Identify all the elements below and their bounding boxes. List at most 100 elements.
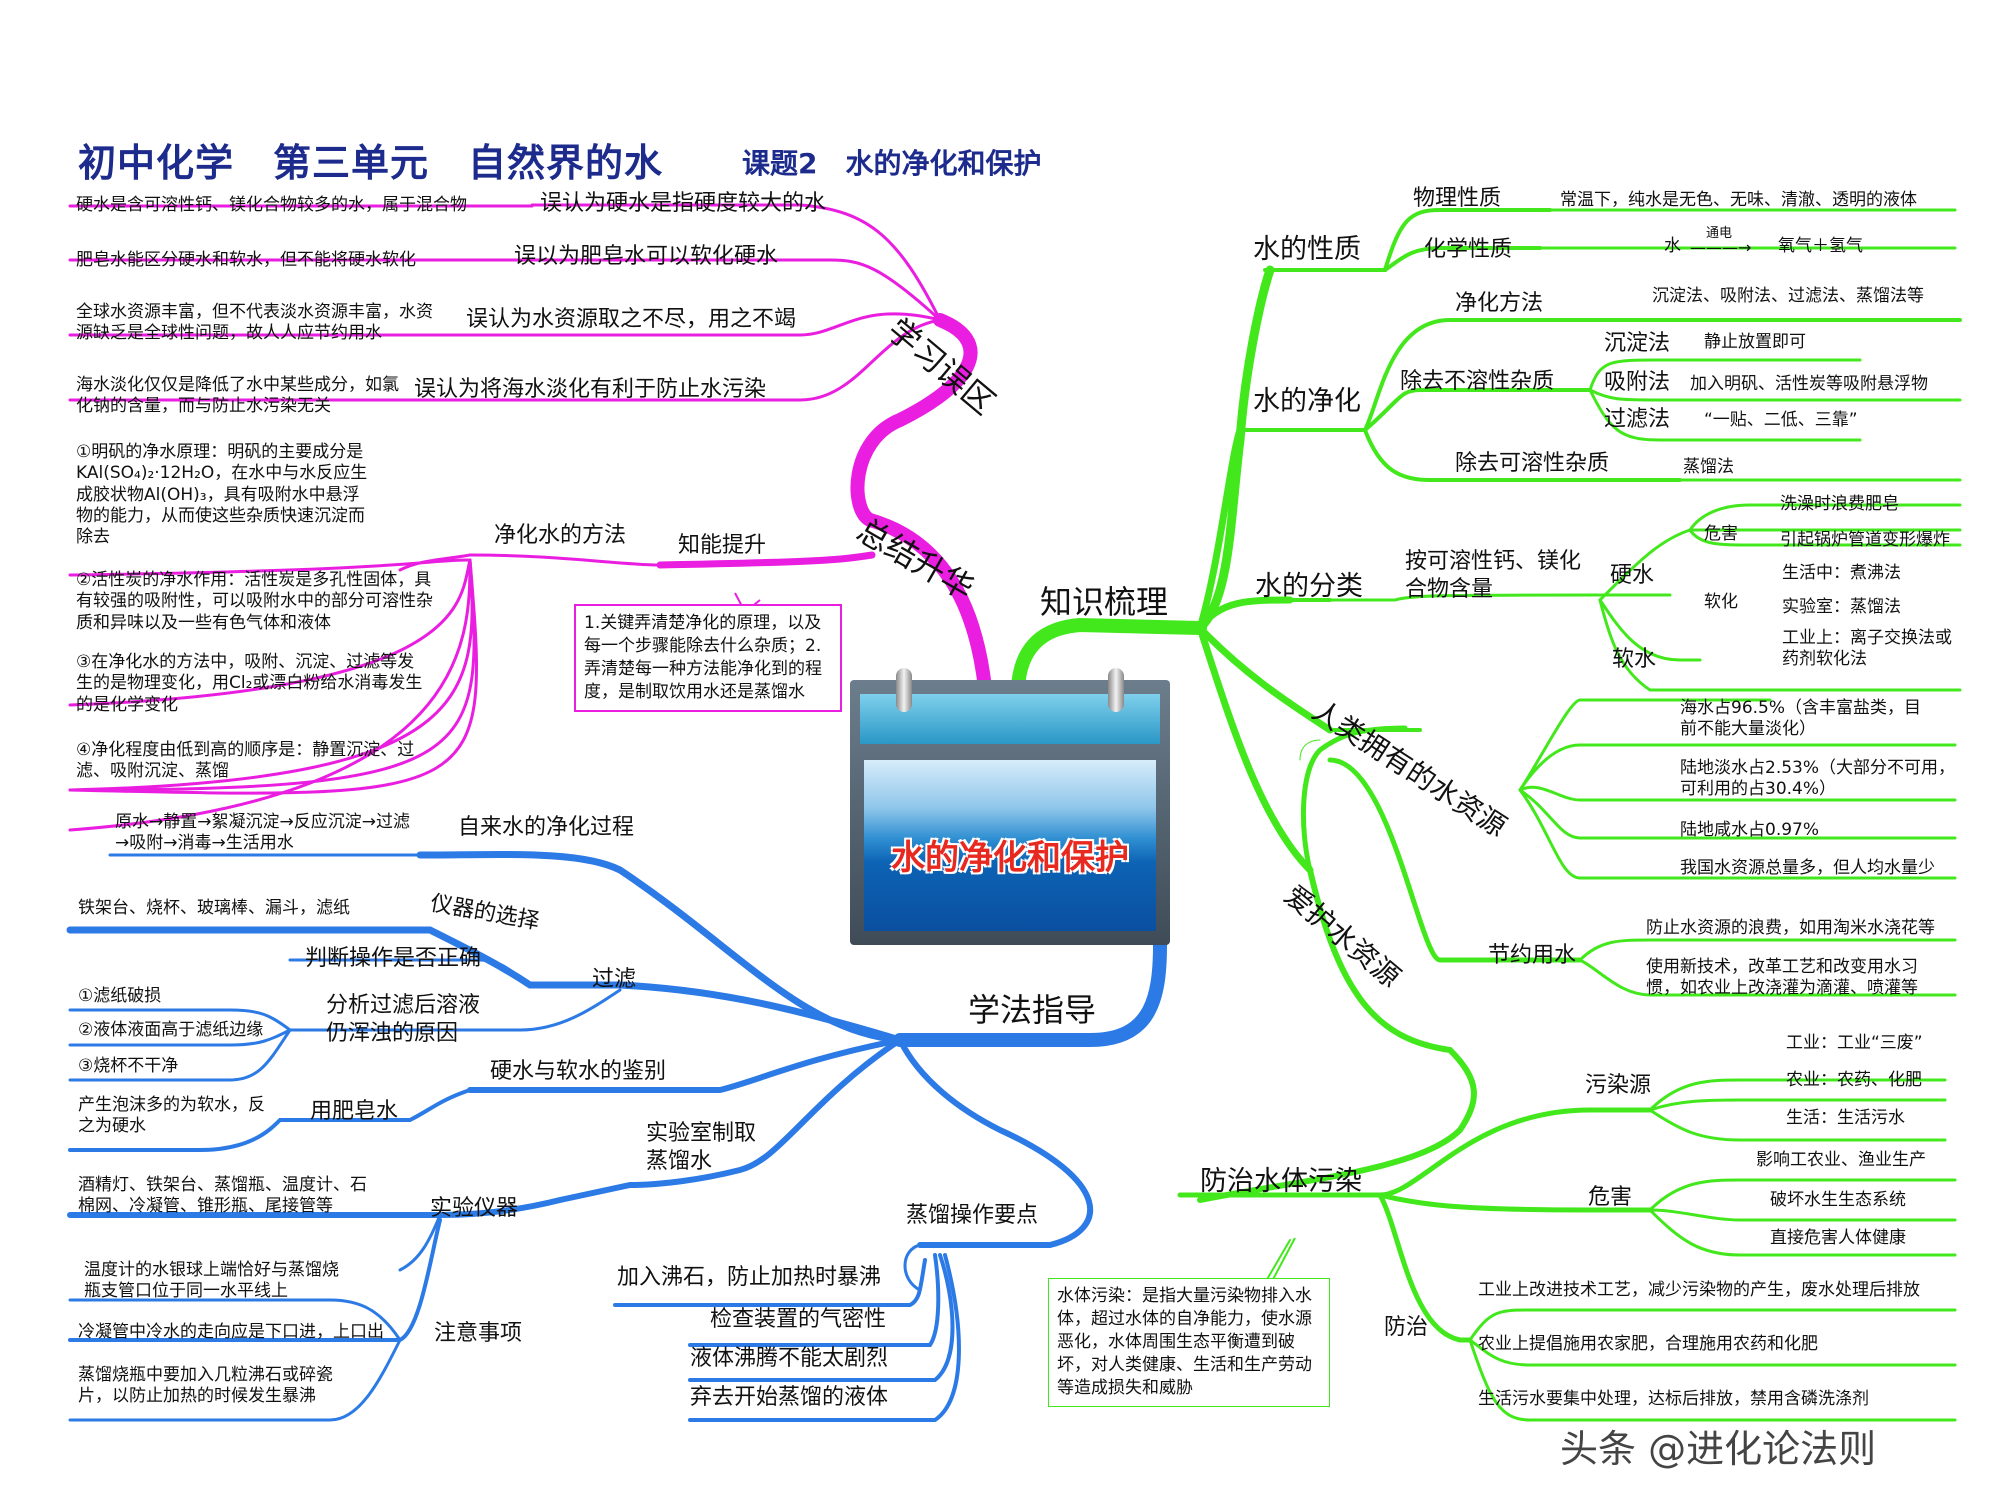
mistake-label-1: 误认为硬水是指硬度较大的水 — [540, 191, 827, 216]
prevent-pollution: 防治水体污染 — [1200, 1166, 1362, 1197]
prevent-agriculture: 农业上提倡施用农家肥，合理施用农药和化肥 — [1478, 1334, 1818, 1354]
hard-soft-identify: 硬水与软水的鉴别 — [490, 1059, 667, 1084]
purify-method: 净化方法 — [1455, 291, 1544, 316]
softening: 软化 — [1704, 592, 1738, 612]
ability-tip-box: 1.关键弄清楚净化的原理，以及每一个步骤能除去什么杂质；2.弄清楚每一种方法能净… — [574, 604, 842, 712]
center-topic-title: 水的净化和保护 — [891, 838, 1129, 878]
cause-3: ③烧杯不干净 — [78, 1056, 179, 1076]
branch-knowledge: 知识梳理 — [1040, 583, 1169, 621]
mistake-label-3: 误认为水资源取之不尽，用之不竭 — [466, 307, 797, 332]
soap-water-test: 用肥皂水 — [310, 1099, 399, 1124]
equation-arrow: ———→ — [1690, 238, 1752, 257]
resource-saltwater: 陆地咸水占0.97% — [1680, 820, 1820, 840]
soften-2: 实验室：蒸馏法 — [1782, 597, 1901, 617]
lab-distilled-water: 实验室制取蒸馏水 — [646, 1121, 757, 1174]
soap-water-note: 产生泡沫多的为软水，反之为硬水 — [78, 1095, 265, 1137]
adsorption-note: 加入明矾、活性炭等吸附悬浮物 — [1690, 374, 1928, 394]
soften-1: 生活中：煮沸法 — [1782, 563, 1901, 583]
sea-image — [864, 760, 1156, 931]
physical-property-note: 常温下，纯水是无色、无味、清澈、透明的液体 — [1560, 190, 1917, 210]
ability-note-1: ①明矾的净水原理：明矾的主要成分是KAl(SO₄)₂·12H₂O，在水中与水反应… — [76, 442, 368, 547]
harm-1: 洗澡时浪费肥皂 — [1780, 494, 1899, 514]
equation-right: 氧气＋氢气 — [1778, 236, 1863, 256]
harm-ecosystem: 破坏水生生态系统 — [1770, 1190, 1906, 1210]
mistake-note-4: 海水淡化仅仅是降低了水中某些成分，如氯化钠的含量，而与防止水污染无关 — [76, 375, 399, 417]
mistake-note-1: 硬水是含可溶性钙、镁化合物较多的水，属于混合物 — [76, 195, 467, 215]
harm-health: 直接危害人体健康 — [1770, 1228, 1906, 1248]
mistake-note-2: 肥皂水能区分硬水和软水，但不能将硬水软化 — [76, 250, 416, 270]
soften-3: 工业上：离子交换法或药剂软化法 — [1782, 628, 1952, 670]
source-agriculture: 农业：农药、化肥 — [1786, 1070, 1922, 1090]
lab-apparatus: 实验仪器 — [430, 1196, 519, 1221]
cause-1: ①滤纸破损 — [78, 986, 162, 1006]
page-subtitle: 课题2 水的净化和保护 — [742, 147, 1042, 180]
resource-china: 我国水资源总量多，但人均水量少 — [1680, 858, 1935, 878]
attention-points: 注意事项 — [434, 1321, 523, 1346]
ability-label: 知能提升 — [678, 533, 767, 558]
sedimentation-note: 静止放置即可 — [1704, 332, 1806, 352]
resource-freshwater: 陆地淡水占2.53%（大部分不可用，可利用的占30.4%） — [1680, 758, 1956, 800]
remove-soluble-note: 蒸馏法 — [1683, 457, 1734, 477]
remove-insoluble: 除去不溶性杂质 — [1400, 369, 1555, 394]
page-title: 初中化学 第三单元 自然界的水 — [78, 141, 664, 185]
attention-2: 冷凝管中冷水的走向应是下口进，上口出 — [78, 1322, 384, 1342]
save-water-1: 防止水资源的浪费，如用淘米水浇花等 — [1646, 918, 1935, 938]
tapwater-process: 自来水的净化过程 — [458, 815, 635, 840]
chemical-property: 化学性质 — [1424, 237, 1513, 262]
hard-water-harm: 危害 — [1704, 524, 1738, 544]
keypoint-1: 加入沸石，防止加热时暴沸 — [617, 1265, 882, 1290]
remove-soluble: 除去可溶性杂质 — [1455, 451, 1610, 476]
pollution-harm: 危害 — [1588, 1185, 1633, 1210]
equation-condition: 通电 — [1706, 226, 1733, 241]
pollution-prevention: 防治 — [1384, 1315, 1429, 1340]
mistake-label-2: 误以为肥皂水可以软化硬水 — [514, 244, 779, 269]
water-purification: 水的净化 — [1253, 386, 1361, 417]
source-industry: 工业：工业“三废” — [1786, 1033, 1923, 1053]
analyze-turbidity: 分析过滤后溶液仍浑浊的原因 — [326, 993, 481, 1046]
prevent-domestic: 生活污水要集中处理，达标后排放，禁用含磷洗涤剂 — [1478, 1389, 1869, 1409]
mistake-label-4: 误认为将海水淡化有利于防止水污染 — [414, 377, 767, 402]
filtration-topic: 过滤 — [592, 967, 637, 992]
ability-note-3: ③在净化水的方法中，吸附、沉淀、过滤等发生的是物理变化，用Cl₂或漂白粉给水消毒… — [76, 652, 423, 715]
pollution-definition-box: 水体污染：是指大量污染物排入水体，超过水体的自净能力，使水源恶化，水体周围生态平… — [1048, 1278, 1330, 1407]
ability-note-4: ④净化程度由低到高的顺序是：静置沉淀、过滤、吸附沉淀、蒸馏 — [76, 740, 415, 782]
distill-key-points: 蒸馏操作要点 — [906, 1203, 1039, 1228]
water-properties: 水的性质 — [1253, 234, 1361, 265]
harm-2: 引起锅炉管道变形爆炸 — [1780, 530, 1950, 550]
keypoint-4: 弃去开始蒸馏的液体 — [690, 1385, 889, 1410]
harm-production: 影响工农业、渔业生产 — [1756, 1150, 1926, 1170]
save-water: 节约用水 — [1488, 943, 1577, 968]
cause-2: ②液体液面高于滤纸边缘 — [78, 1020, 264, 1040]
source-domestic: 生活：生活污水 — [1786, 1108, 1905, 1128]
attention-3: 蒸馏烧瓶中要加入几粒沸石或碎瓷片，以防止加热的时候发生暴沸 — [78, 1365, 333, 1407]
filtration-note: “一贴、二低、三靠” — [1704, 410, 1858, 430]
water-classification: 水的分类 — [1255, 571, 1363, 602]
save-water-2: 使用新技术，改革工艺和改变用水习惯，如农业上改浇灌为滴灌、喷灌等 — [1646, 957, 1918, 999]
classification-basis: 按可溶性钙、镁化合物含量 — [1405, 549, 1582, 602]
purify-method-note: 沉淀法、吸附法、过滤法、蒸馏法等 — [1652, 286, 1924, 306]
pollution-source: 污染源 — [1585, 1073, 1652, 1098]
keypoint-3: 液体沸腾不能太剧烈 — [690, 1346, 889, 1371]
keypoint-2: 检查装置的气密性 — [710, 1307, 887, 1332]
equation-left: 水 — [1664, 236, 1681, 256]
binder-ring — [1108, 668, 1124, 712]
instrument-note: 铁架台、烧杯、玻璃棒、漏斗，滤纸 — [78, 898, 350, 918]
resource-seawater: 海水占96.5%（含丰富盐类，目前不能大量淡化） — [1680, 698, 1922, 740]
binder-ring — [896, 668, 912, 712]
center-topic-card: 水的净化和保护 — [850, 668, 1170, 945]
physical-property: 物理性质 — [1413, 186, 1502, 211]
hard-water: 硬水 — [1610, 563, 1655, 588]
attention-1: 温度计的水银球上端恰好与蒸馏烧瓶支管口位于同一水平线上 — [84, 1260, 339, 1302]
tapwater-process-note: 原水→静置→絮凝沉淀→反应沉淀→过滤→吸附→消毒→生活用水 — [115, 812, 410, 854]
filtration: 过滤法 — [1604, 407, 1671, 432]
lab-apparatus-note: 酒精灯、铁架台、蒸馏瓶、温度计、石棉网、冷凝管、锥形瓶、尾接管等 — [78, 1175, 367, 1217]
soft-water: 软水 — [1612, 647, 1657, 672]
watermark: 头条 @进化论法则 — [1560, 1427, 1877, 1471]
sedimentation: 沉淀法 — [1604, 331, 1671, 356]
branch-method: 学法指导 — [968, 991, 1097, 1029]
judge-operation: 判断操作是否正确 — [305, 946, 482, 971]
ability-note-2: ②活性炭的净水作用：活性炭是多孔性固体，具有较强的吸附性，可以吸附水中的部分可溶… — [76, 570, 433, 633]
purify-method-label: 净化水的方法 — [494, 523, 627, 548]
mistake-note-3: 全球水资源丰富，但不代表淡水资源丰富，水资源缺乏是全球性问题，故人人应节约用水 — [76, 302, 433, 344]
